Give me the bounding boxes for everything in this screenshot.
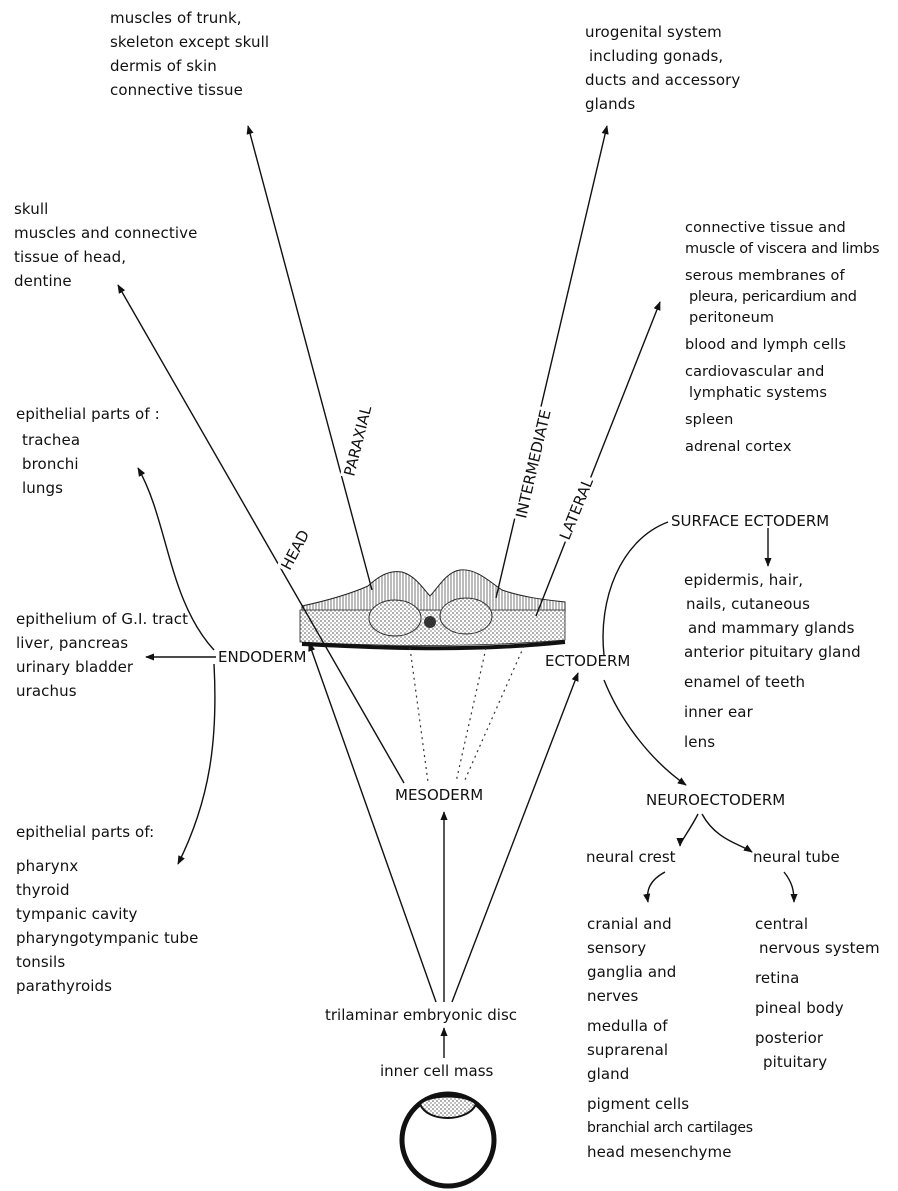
- node-inner-cell-mass: inner cell mass: [380, 1062, 493, 1080]
- endoderm-pharynx: epithelial parts of: pharynx thyroid tym…: [16, 820, 198, 998]
- node-neuroectoderm: NEUROECTODERM: [646, 791, 785, 809]
- endoderm-item: tonsils: [16, 950, 198, 974]
- endoderm-item: trachea: [22, 428, 160, 452]
- lateral-item: lymphatic systems: [685, 383, 879, 404]
- neural-tube-item: nervous system: [755, 936, 880, 960]
- notochord: [424, 616, 436, 628]
- endoderm-item: urachus: [16, 679, 188, 703]
- head-derivatives: skull muscles and connective tissue of h…: [14, 197, 197, 293]
- intermediate-item: urogenital system: [585, 20, 740, 44]
- surface-item: inner ear: [684, 700, 861, 724]
- blastocyst: [402, 1094, 494, 1186]
- node-ectoderm: ECTODERM: [545, 652, 630, 670]
- endoderm-item: tympanic cavity: [16, 902, 198, 926]
- mesoderm-dotted-lines: [410, 646, 524, 782]
- paraxial-item: dermis of skin: [110, 54, 269, 78]
- lateral-item: muscle of viscera and limbs: [685, 239, 879, 260]
- paraxial-item: muscles of trunk,: [110, 6, 269, 30]
- neural-crest-item: head mesenchyme: [587, 1140, 753, 1164]
- endoderm-heading: epithelial parts of:: [16, 820, 198, 844]
- head-item: dentine: [14, 269, 197, 293]
- head-item: tissue of head,: [14, 245, 197, 269]
- lateral-item: adrenal cortex: [685, 437, 879, 458]
- surface-item: enamel of teeth: [684, 670, 861, 694]
- lateral-item: pleura, pericardium and: [685, 287, 879, 308]
- endoderm-heading: epithelial parts of :: [16, 402, 160, 426]
- paraxial-somite-left: [369, 600, 421, 636]
- node-trilaminar-disc: trilaminar embryonic disc: [325, 1006, 517, 1024]
- neural-tube-item: posterior: [755, 1026, 880, 1050]
- intermediate-item: glands: [585, 92, 740, 116]
- endoderm-respiratory: epithelial parts of : trachea bronchi lu…: [16, 402, 160, 500]
- surface-item: nails, cutaneous: [684, 592, 861, 616]
- mesoderm-layer: [300, 610, 565, 646]
- lateral-item: serous membranes of: [685, 266, 879, 287]
- intermediate-item: ducts and accessory: [585, 68, 740, 92]
- node-neural-tube: neural tube: [753, 848, 840, 866]
- embryonic-disc-section: [300, 570, 565, 648]
- lateral-item: cardiovascular and: [685, 362, 879, 383]
- neural-tube-item: pituitary: [755, 1050, 880, 1074]
- intermediate-item: including gonads,: [585, 44, 740, 68]
- paraxial-item: connective tissue: [110, 78, 269, 102]
- endoderm-item: urinary bladder: [16, 655, 188, 679]
- endoderm-item: epithelium of G.I. tract: [16, 607, 188, 631]
- head-item: muscles and connective: [14, 221, 197, 245]
- neural-tube-item: retina: [755, 966, 880, 990]
- intermediate-derivatives: urogenital system including gonads, duct…: [585, 20, 740, 116]
- paraxial-derivatives: muscles of trunk, skeleton except skull …: [110, 6, 269, 102]
- neural-crest-item: suprarenal: [587, 1038, 753, 1062]
- surface-item: anterior pituitary gland: [684, 640, 861, 664]
- neural-tube-item: central: [755, 912, 880, 936]
- paraxial-item: skeleton except skull: [110, 30, 269, 54]
- endoderm-item: parathyroids: [16, 974, 198, 998]
- endoderm-gi: epithelium of G.I. tract liver, pancreas…: [16, 607, 188, 703]
- endoderm-item: thyroid: [16, 878, 198, 902]
- neural-crest-item: branchial arch cartilages: [587, 1116, 753, 1140]
- node-endoderm: ENDODERM: [218, 648, 306, 666]
- endoderm-item: bronchi: [22, 452, 160, 476]
- surface-item: and mammary glands: [684, 616, 861, 640]
- surface-item: epidermis, hair,: [684, 568, 861, 592]
- lateral-item: blood and lymph cells: [685, 335, 879, 356]
- node-mesoderm: MESODERM: [395, 786, 483, 804]
- neural-crest-item: cranial and: [587, 912, 753, 936]
- node-neural-crest: neural crest: [586, 848, 676, 866]
- neural-crest-derivatives: cranial and sensory ganglia and nerves m…: [587, 912, 753, 1164]
- neural-crest-item: ganglia and: [587, 960, 753, 984]
- lateral-derivatives: connective tissue and muscle of viscera …: [685, 218, 879, 458]
- neural-tube-item: pineal body: [755, 996, 880, 1020]
- endoderm-item: pharyngotympanic tube: [16, 926, 198, 950]
- endoderm-item: lungs: [22, 476, 160, 500]
- inner-cell-mass-cluster: [420, 1097, 476, 1119]
- neural-crest-item: sensory: [587, 936, 753, 960]
- lateral-item: connective tissue and: [685, 218, 879, 239]
- surface-item: lens: [684, 730, 861, 754]
- endoderm-item: liver, pancreas: [16, 631, 188, 655]
- surface-ectoderm-derivatives: epidermis, hair, nails, cutaneous and ma…: [684, 568, 861, 754]
- neural-crest-item: medulla of: [587, 1014, 753, 1038]
- node-surface-ectoderm: SURFACE ECTODERM: [671, 512, 829, 530]
- neural-tube-derivatives: central nervous system retina pineal bod…: [755, 912, 880, 1074]
- neural-crest-item: nerves: [587, 984, 753, 1008]
- neural-crest-item: gland: [587, 1062, 753, 1086]
- ectoderm-layer: [302, 570, 565, 612]
- lateral-item: spleen: [685, 410, 879, 431]
- lateral-item: peritoneum: [685, 308, 879, 329]
- endoderm-item: pharynx: [16, 854, 198, 878]
- neural-crest-item: pigment cells: [587, 1092, 753, 1116]
- paraxial-somite-right: [440, 598, 492, 634]
- head-item: skull: [14, 197, 197, 221]
